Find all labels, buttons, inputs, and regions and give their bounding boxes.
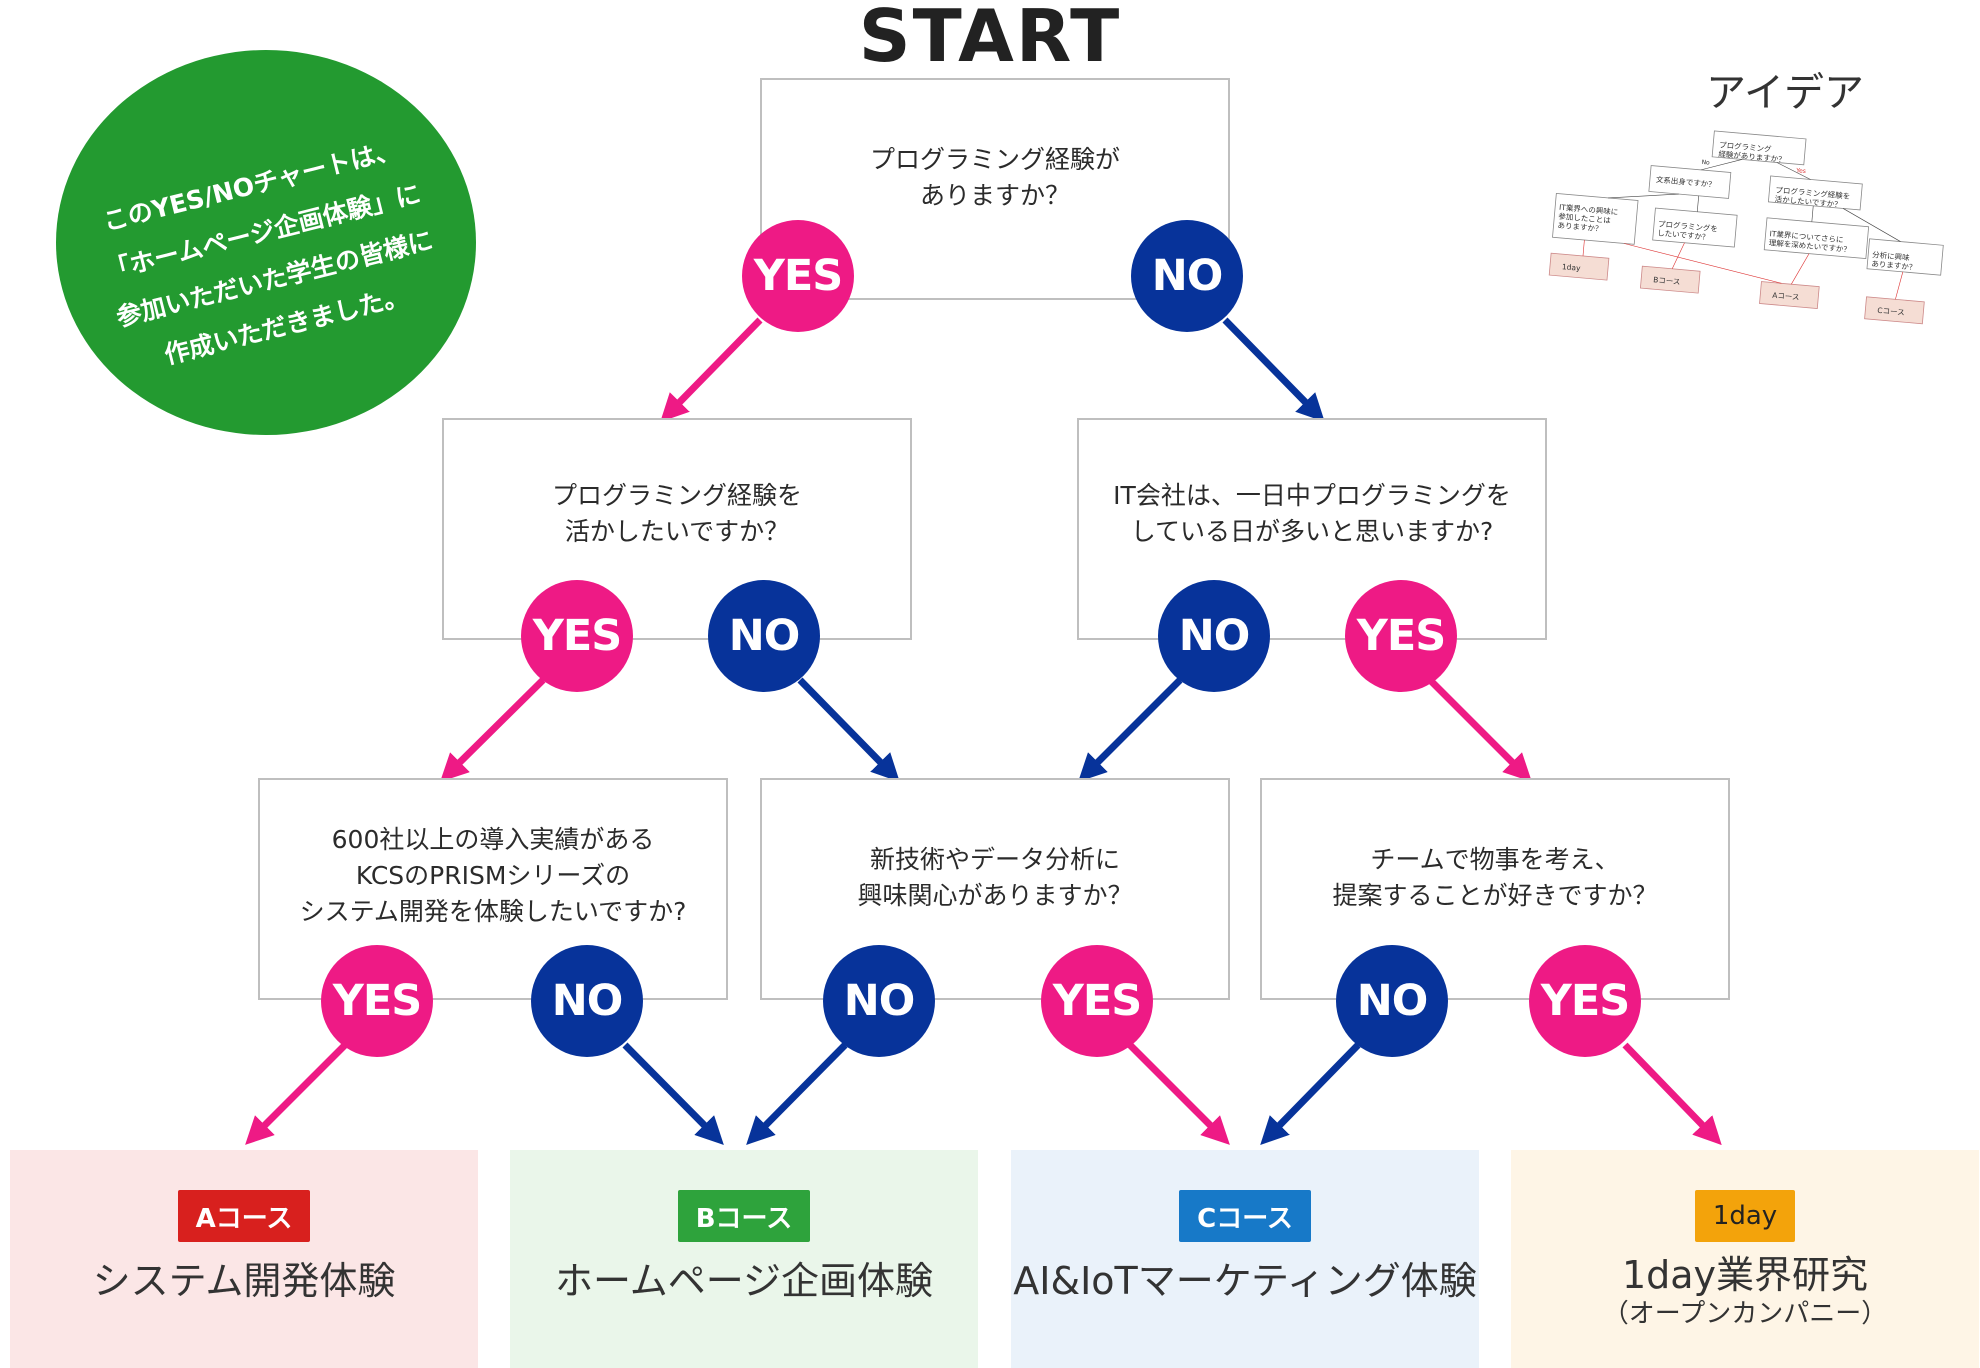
yes-badge-q2: YES [521, 580, 633, 692]
sketch-result-2 [1639, 265, 1701, 294]
sketch-line-red [1624, 243, 1782, 284]
question-text: チームで物事を考え、 提案することが好きですか？ [1332, 845, 1658, 910]
sketch-line [1696, 195, 1699, 212]
yes-badge-q6: YES [1529, 945, 1641, 1057]
sketch-text: 分析に興味ありますか？ [1871, 249, 1917, 272]
sketch-box-left [1648, 165, 1732, 199]
question-box-3: IT会社は、一日中プログラミングを している日が多いと思いますか? [1077, 418, 1547, 640]
sketch-box-lm [1652, 207, 1738, 248]
course-a-name: システム開発体験 [92, 1259, 396, 1303]
arrow-q4-yes [245, 1042, 348, 1145]
sketch-line-red [1582, 239, 1585, 256]
course-c-tag: Cコース [1179, 1190, 1311, 1242]
arrow-q2-no [797, 677, 900, 783]
course-b-name: ホームページ企画体験 [554, 1259, 934, 1303]
result-course-b: Bコース ホームページ企画体験 [510, 1150, 978, 1368]
sketch-text: Aコース [1772, 291, 1800, 302]
arrow-q5-no [746, 1042, 848, 1145]
yes-badge-q1: YES [742, 220, 854, 332]
sketch-text: Bコース [1653, 275, 1681, 286]
sketch-box-top [1711, 130, 1807, 166]
sketch-text: No [1701, 159, 1710, 167]
question-box-4: 600社以上の導入実績がある KCSのPRISMシリーズの システム開発を体験し… [258, 778, 728, 1000]
arrow-q6-yes [1622, 1042, 1722, 1146]
sketch-line-red [1895, 271, 1904, 300]
no-badge-q4: NO [531, 945, 643, 1057]
no-badge-q2: NO [708, 580, 820, 692]
sketch-text: 1day [1562, 262, 1582, 273]
arrow-q1-yes [660, 317, 763, 423]
sketch-line [1811, 205, 1814, 222]
sketch-box-rm [1763, 217, 1870, 260]
sketch-line [1700, 159, 1743, 171]
question-text: IT会社は、一日中プログラミングを している日が多いと思いますか? [1113, 481, 1511, 546]
no-badge-q6: NO [1336, 945, 1448, 1057]
question-text: 600社以上の導入実績がある KCSのPRISMシリーズの システム開発を体験し… [299, 825, 687, 926]
sketch-line [1842, 208, 1901, 242]
course-c-name: AI&IoTマーケティング体験 [1013, 1259, 1477, 1303]
arrow-q2-yes [440, 677, 546, 782]
idea-sketch: プログラミング経験がありますか？ 文系出身ですか？ プログラミング経験を活かした… [1548, 130, 1944, 325]
course-a-tag: Aコース [177, 1190, 311, 1242]
sketch-text: IT業界への興味に参加したことはありますか？ [1557, 202, 1619, 235]
question-text: 新技術やデータ分析に 興味関心がありますか？ [857, 845, 1133, 910]
no-badge-q5: NO [823, 945, 935, 1057]
sketch-line-red [1791, 253, 1810, 285]
question-text: プログラミング経験が ありますか？ [869, 145, 1120, 210]
question-box-5: 新技術やデータ分析に 興味関心がありますか？ [760, 778, 1230, 1000]
arrow-q3-no [1078, 677, 1183, 782]
sketch-result-1 [1548, 252, 1610, 281]
sketch-result-3 [1759, 281, 1820, 309]
arrow-q4-no [622, 1042, 724, 1145]
course-b-tag: Bコース [677, 1190, 811, 1242]
no-badge-q1: NO [1131, 220, 1243, 332]
no-badge-q3: NO [1158, 580, 1270, 692]
idea-title: アイデア [1706, 70, 1864, 116]
sketch-line-red [1671, 242, 1685, 269]
sketch-text: Yes [1795, 167, 1806, 175]
course-1day-tag: 1day [1694, 1190, 1796, 1242]
course-1day-name: 1day業界研究 [1621, 1253, 1869, 1297]
course-1day-sub: （オープンカンパニー） [1602, 1299, 1888, 1329]
start-title: START [858, 0, 1122, 78]
question-box-2: プログラミング経験を 活かしたいですか？ [442, 418, 912, 640]
sketch-line [1608, 193, 1679, 199]
yes-badge-q4: YES [321, 945, 433, 1057]
yes-badge-q3: YES [1345, 580, 1457, 692]
arrow-q3-yes [1427, 677, 1532, 782]
result-course-a: Aコース システム開発体験 [10, 1150, 478, 1368]
yes-badge-q5: YES [1041, 945, 1153, 1057]
result-1day: 1day 1day業界研究 （オープンカンパニー） [1511, 1150, 1979, 1368]
arrow-q1-no [1222, 317, 1325, 423]
sketch-text: Cコース [1877, 306, 1905, 317]
result-course-c: Cコース AI&IoTマーケティング体験 [1011, 1150, 1479, 1368]
sketch-box-rr [1866, 238, 1944, 276]
question-box-6: チームで物事を考え、 提案することが好きですか？ [1260, 778, 1730, 1000]
intro-circle: このYES/NOチャートは、 「ホームページ企画体験」に 参加いただいた学生の皆… [56, 50, 476, 435]
question-text: プログラミング経験を 活かしたいですか？ [551, 481, 802, 546]
arrow-q5-yes [1127, 1042, 1230, 1145]
sketch-result-4 [1864, 296, 1925, 325]
sketch-box-ll [1552, 192, 1639, 245]
intro-text: このYES/NOチャートは、 「ホームページ企画体験」に 参加いただいた学生の皆… [100, 134, 436, 370]
sketch-box-right [1767, 175, 1863, 211]
arrow-q6-no [1260, 1042, 1361, 1146]
sketch-line [1776, 162, 1811, 180]
